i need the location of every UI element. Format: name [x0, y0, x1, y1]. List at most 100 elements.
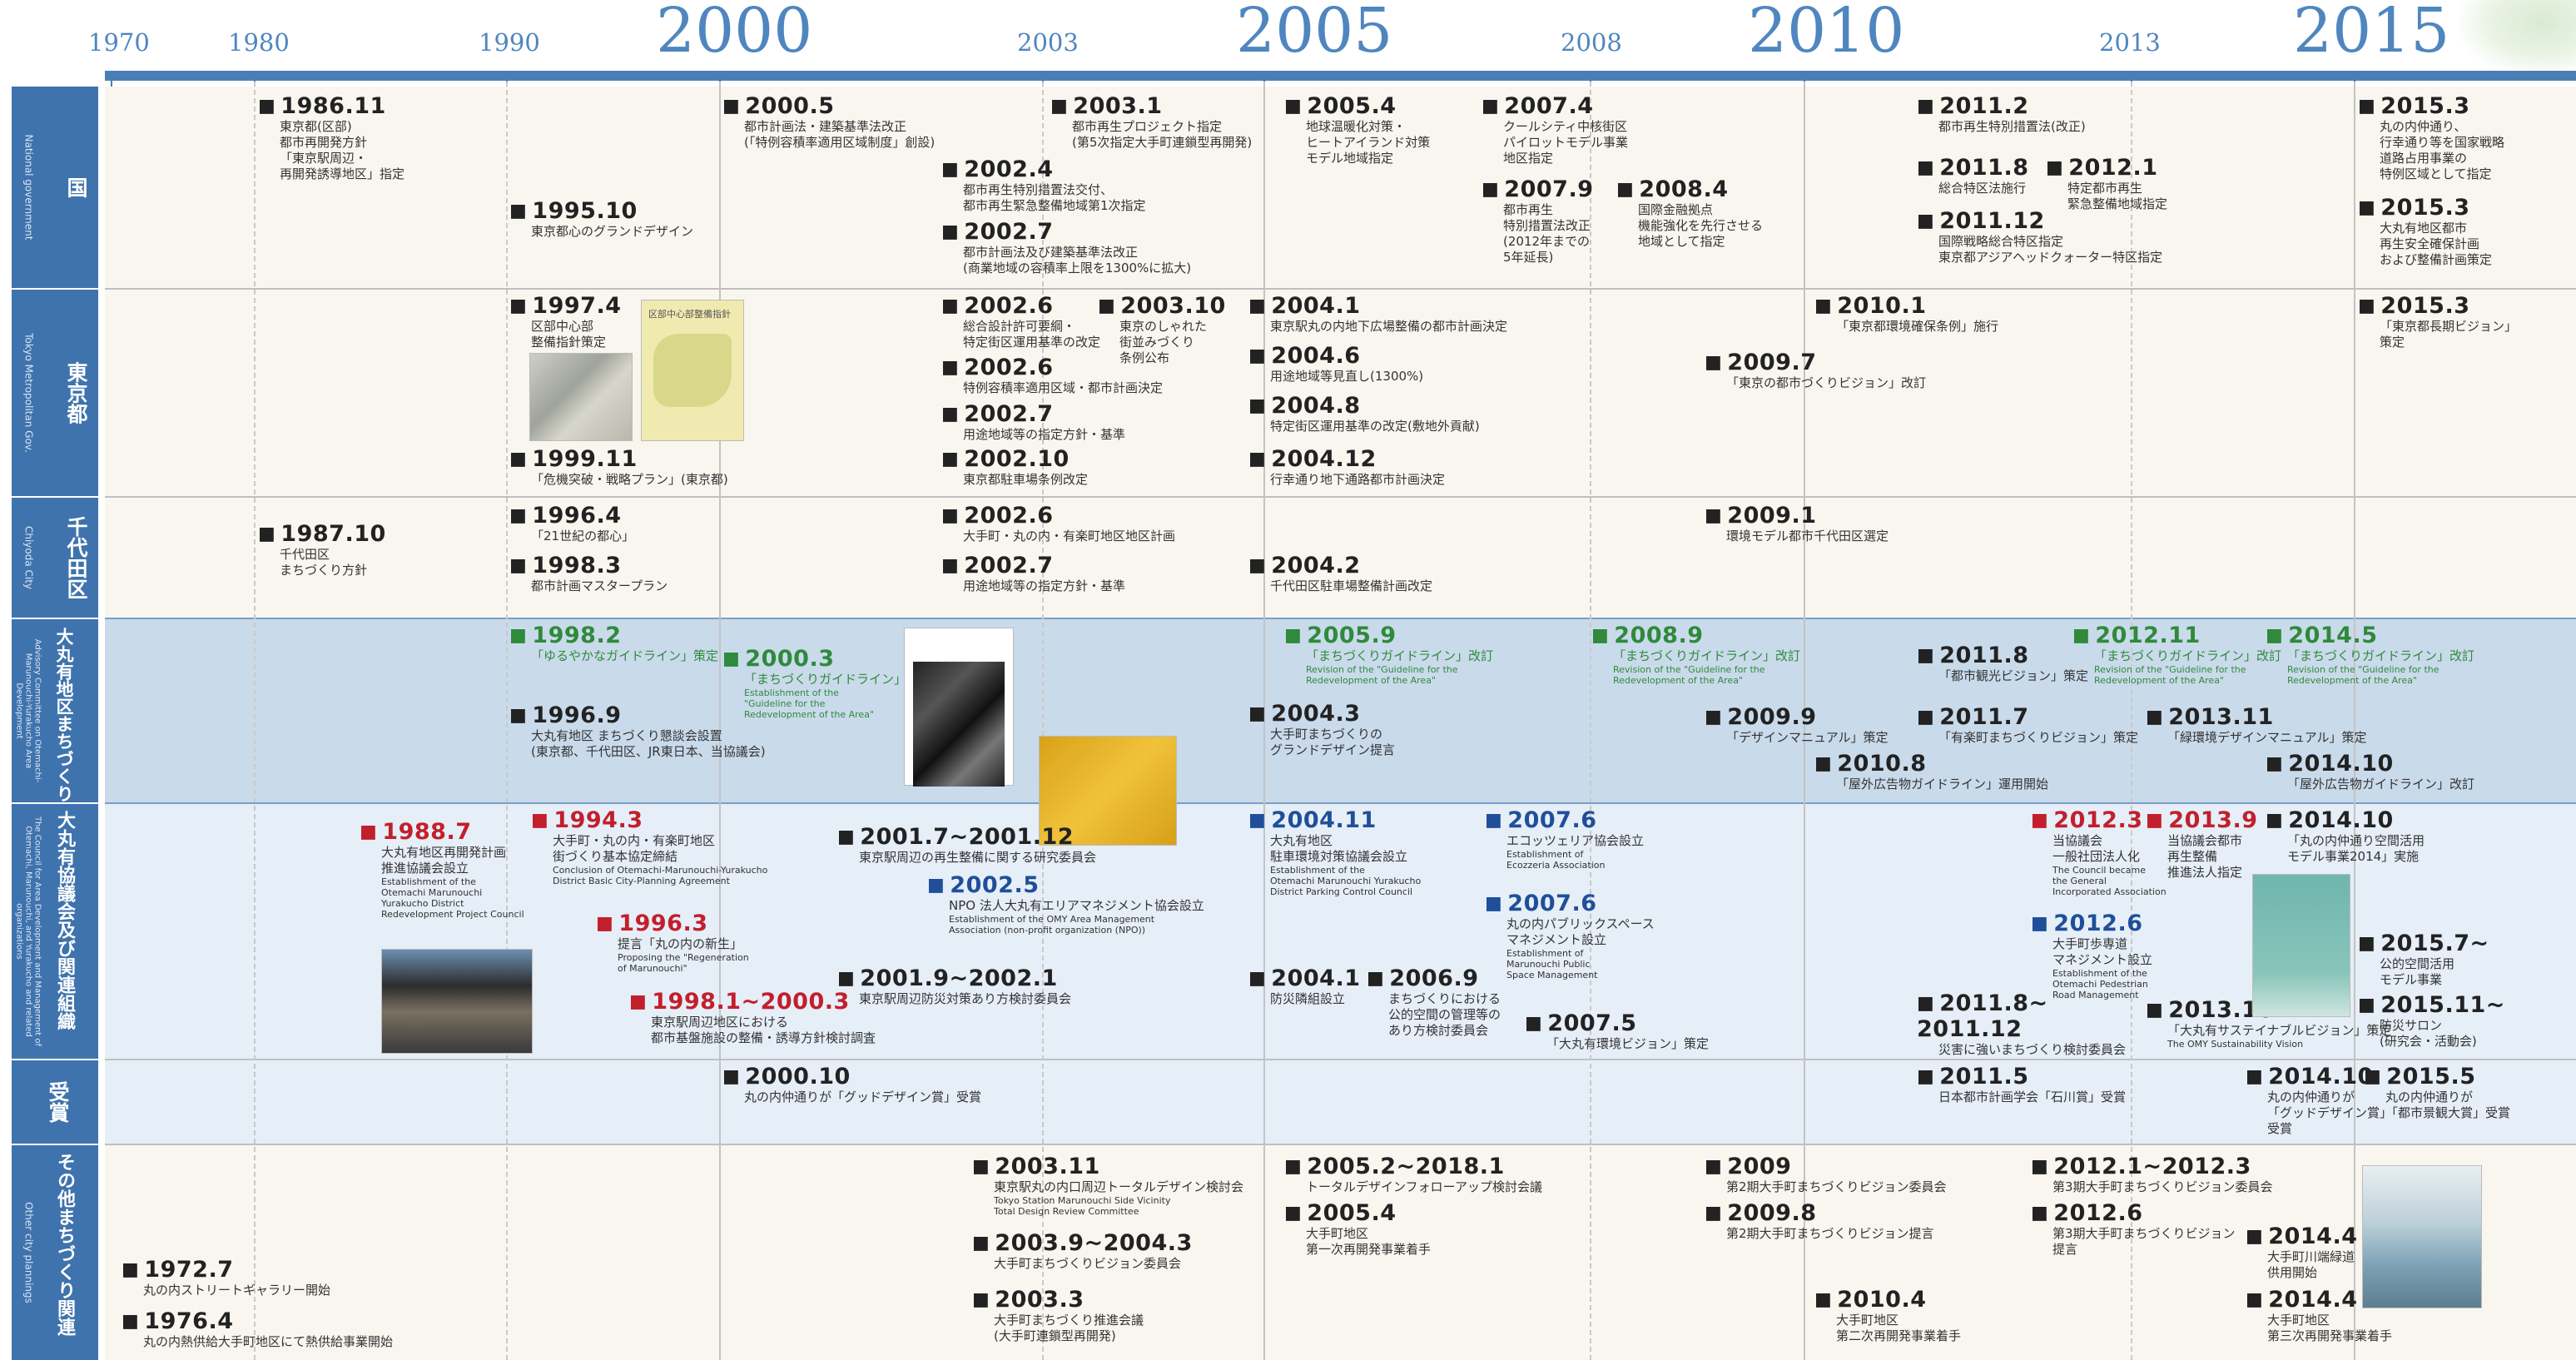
year-label-1990: 1990 — [479, 28, 540, 57]
gridline-2008 — [1590, 82, 1591, 1360]
band-other-bg — [105, 1145, 2576, 1360]
event-text: 「まちづくりガイドライン」策定 — [744, 672, 932, 687]
event-text: 「まちづくりガイドライン」改訂 — [1306, 648, 1494, 663]
event-date: 2014.5 — [2266, 623, 2474, 648]
year-label-1970: 1970 — [88, 28, 150, 57]
gridline-1990 — [506, 82, 508, 1360]
event-date: 2002.4 — [941, 156, 1146, 182]
event-text: 東京都心のグランドデザイン — [531, 224, 694, 239]
event-national-2015-3b: 2015.3 大丸有地区都市 再生安全確保計画 および整備計画策定 — [2358, 195, 2492, 268]
event-text-en: Tokyo Station Marunouchi Side Vicinity T… — [994, 1195, 1171, 1217]
event-text: 第3期大手町まちづくりビジョン委員会 — [2052, 1179, 2273, 1194]
event-national-2005-4: 2005.4 地球温暖化対策・ ヒートアイランド対策 モデル地域指定 — [1284, 93, 1430, 166]
event-other-2003-3: 2003.3 大手町まちづくり推進会議 (大手町連鎖型再開発) — [972, 1287, 1144, 1344]
event-national-2000-5: 2000.5 都市計画法・建築基準法改正 (「特例容積率適用区域制度」創設) — [722, 93, 935, 151]
event-date: 2002.10 — [941, 446, 1088, 472]
event-text: 大丸有地区都市 再生安全確保計画 および整備計画策定 — [2380, 221, 2493, 267]
band-separator — [105, 1144, 2576, 1145]
event-chiyoda-2002-6: 2002.6 大手町・丸の内・有楽町地区地区計画 — [941, 503, 1175, 544]
event-date: 2015.3 — [2358, 195, 2492, 221]
event-date: 2003.9~2004.3 — [972, 1230, 1193, 1256]
event-council-2006-9: 2006.9 まちづくりにおける 公的空間の管理等の あり方検討委員会 — [1367, 965, 1501, 1039]
band-label-council: The Council for Area Development and Man… — [12, 804, 98, 1059]
event-other-1976-4: 1976.4 丸の内熱供給大手町地区にて熱供給事業開始 — [122, 1308, 393, 1350]
event-advisory-2014-10: 2014.10 「屋外広告物ガイドライン」改訂 — [2266, 751, 2474, 792]
event-text: 「有楽町まちづくりビジョン」策定 — [1938, 730, 2139, 745]
event-text: 第3期大手町まちづくりビジョン 提言 — [2052, 1226, 2236, 1257]
band-separator — [105, 802, 2576, 804]
leaf-decoration — [2459, 0, 2576, 75]
event-date: 2007.6 — [1485, 891, 1655, 916]
event-text-en: Establishment of the Otemachi Marunouchi… — [381, 876, 524, 920]
event-text: 「東京都長期ビジョン」 策定 — [2380, 319, 2518, 350]
event-advisory-2008-9: 2008.9 「まちづくりガイドライン」改訂 Revision of the "… — [1591, 623, 1800, 686]
event-text: 千代田区 まちづくり方針 — [280, 547, 368, 578]
event-advisory-2013-11: 2013.11 「緑環境デザインマニュアル」策定 — [2146, 704, 2367, 746]
event-date: 2015.5 — [2364, 1064, 2510, 1089]
event-national-1995-10: 1995.10 東京都心のグランドデザイン — [509, 198, 693, 240]
event-award-2014-10: 2014.10 丸の内仲通りが 「グッドデザイン賞」 受賞 — [2246, 1064, 2392, 1137]
band-label-jp: その他まちづくり関連 — [54, 1153, 75, 1336]
event-other-2003-11: 2003.11 東京駅丸の内口周辺トータルデザイン検討会 Tokyo Stati… — [972, 1154, 1243, 1217]
event-date: 1999.11 — [509, 446, 728, 472]
event-date: 2009.8 — [1705, 1200, 1934, 1226]
event-date: 2002.6 — [941, 293, 1100, 319]
event-text: 当協議会都市 再生整備 推進法人指定 — [2167, 833, 2243, 880]
event-text: 特例容積率適用区域・都市計画決定 — [963, 380, 1164, 395]
event-text: 都市再生特別措置法(改正) — [1938, 119, 2086, 134]
event-text: 大手町・丸の内・有楽町地区地区計画 — [963, 529, 1176, 544]
event-text: NPO 法人大丸有エリアマネジメント協会設立 — [949, 898, 1204, 913]
sustainability-vision-cover — [2252, 874, 2350, 1017]
event-date: 2007.5 — [1525, 1010, 1709, 1036]
event-date: 2007.4 — [1482, 93, 1628, 119]
event-other-2014-4: 2014.4 大手町川端緑道 供用開始 — [2246, 1224, 2358, 1281]
event-text: 特定街区運用基準の改定(敷地外貢献) — [1270, 419, 1480, 434]
event-date: 1995.10 — [509, 198, 693, 224]
band-awards-bg — [105, 1060, 2576, 1144]
event-text: 「屋外広告物ガイドライン」改訂 — [2287, 777, 2475, 792]
event-text: 丸の内仲通りが「グッドデザイン賞」受賞 — [744, 1089, 982, 1104]
year-label-2000: 2000 — [656, 0, 813, 67]
event-text-en: The Council became the General Incorpora… — [2052, 865, 2167, 897]
meeting-photo — [381, 949, 533, 1054]
event-text: 用途地域等の指定方針・基準 — [963, 427, 1126, 442]
event-date: 2012.6 — [2031, 1200, 2236, 1226]
event-date: 2011.12 — [1917, 208, 2162, 234]
event-tokyo-1997-4: 1997.4 区部中心部 整備指針策定 — [509, 293, 622, 350]
report-cover-map — [653, 334, 732, 407]
event-council-2007-6: 2007.6 エコッツェリア協会設立 Establishment of Ecoz… — [1485, 807, 1644, 871]
event-tokyo-2002-7: 2002.7 用途地域等の指定方針・基準 — [941, 401, 1125, 443]
event-date: 1996.3 — [596, 911, 749, 936]
event-date: 2013.9 — [2146, 807, 2258, 833]
event-text: 地球温暖化対策・ ヒートアイランド対策 モデル地域指定 — [1306, 119, 1431, 166]
event-text: 第2期大手町まちづくりビジョン委員会 — [1726, 1179, 1947, 1194]
event-national-2007-4: 2007.4 クールシティ中核街区 パイロットモデル事業 地区指定 — [1482, 93, 1628, 166]
event-national-2008-4: 2008.4 国際金融拠点 機能強化を先行させる 地域として指定 — [1616, 176, 1763, 250]
event-date: 1986.11 — [258, 93, 405, 119]
event-council-1998-1-2000-3: 1998.1~2000.3 東京駅周辺地区における 都市基盤施設の整備・誘導方針… — [629, 989, 876, 1046]
event-other-1972-7: 1972.7 丸の内ストリートギャラリー開始 — [122, 1257, 330, 1298]
event-text: 「まちづくりガイドライン」改訂 — [1613, 648, 1801, 663]
event-tokyo-2009-7: 2009.7 「東京の都市づくりビジョン」改訂 — [1705, 350, 1926, 391]
event-date: 2004.11 — [1248, 807, 1421, 833]
event-chiyoda-2009-1: 2009.1 環境モデル都市千代田区選定 — [1705, 503, 1889, 544]
event-national-1986-11: 1986.11 東京都(区部) 都市再開発方針 「東京駅周辺・ 再開発誘導地区」… — [258, 93, 405, 182]
event-text: 大手町・丸の内・有楽町地区 街づくり基本協定締結 — [553, 833, 716, 864]
event-text: 千代田区駐車場整備計画改定 — [1270, 578, 1433, 593]
event-date: 2010.8 — [1814, 751, 2048, 777]
band-label-jp: 大丸有地区まちづくり懇談会 — [54, 628, 74, 802]
event-national-2002-4: 2002.4 都市再生特別措置法交付、 都市再生緊急整備地域第1次指定 — [941, 156, 1146, 214]
event-text: 提言「丸の内の新生」 — [618, 936, 743, 951]
event-text: 「屋外広告物ガイドライン」運用開始 — [1836, 777, 2049, 792]
event-date: 2015.3 — [2358, 293, 2517, 319]
event-national-2012-1: 2012.1 特定都市再生 緊急整備地域指定 — [2046, 155, 2167, 212]
event-national-2015-3: 2015.3 丸の内仲通り、 行幸通り等を国家戦略 道路占用事業の 特例区域とし… — [2358, 93, 2504, 182]
event-text-en: Revision of the "Guideline for the Redev… — [2094, 664, 2246, 686]
event-text: 大手町まちづくり推進会議 (大手町連鎖型再開発) — [994, 1313, 1144, 1343]
event-text: 国際戦略総合特区指定 東京都アジアヘッドクォーター特区指定 — [1938, 234, 2163, 265]
event-award-2011-5: 2011.5 日本都市計画学会「石川賞」受賞 — [1917, 1064, 2126, 1105]
event-advisory-1996-9: 1996.9 大丸有地区 まちづくり懇談会設置 (東京都、千代田区、JR東日本、… — [509, 702, 766, 760]
event-text: 当協議会 一般社団法人化 — [2052, 833, 2141, 864]
event-date: 2011.2 — [1917, 93, 2086, 119]
band-label-jp: 受賞 — [46, 1081, 70, 1123]
